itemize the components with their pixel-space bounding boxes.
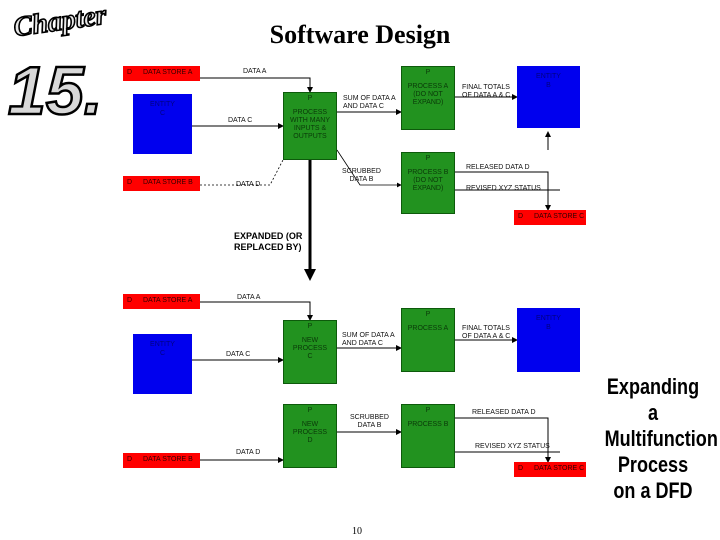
top-label-scrubbed: SCRUBBED DATA B: [342, 168, 381, 183]
svg-text:15.: 15.: [8, 53, 103, 122]
top-label-data-c: DATA C: [228, 117, 253, 124]
page-number: 10: [352, 526, 362, 537]
bottom-label-final: FINAL TOTALS OF DATA A & C: [462, 325, 511, 340]
bottom-entity-c: ENTITY C: [133, 334, 192, 394]
top-entity-c: ENTITY C: [133, 94, 192, 154]
bottom-entity-b: ENTITY B: [517, 308, 580, 372]
top-label-sum: SUM OF DATA A AND DATA C: [343, 95, 396, 110]
bottom-label-data-d: DATA D: [236, 449, 261, 456]
side-title: Expanding a Multifunction Process on a D…: [604, 374, 718, 503]
svg-text:Chapter: Chapter: [12, 2, 110, 43]
top-label-revised: REVISED XYZ STATUS: [466, 185, 541, 192]
bottom-label-scrubbed: SCRUBBED DATA B: [350, 414, 389, 429]
top-label-final: FINAL TOTALS OF DATA A & C: [462, 84, 511, 99]
bottom-label-data-a: DATA A: [237, 294, 261, 301]
bottom-label-released: RELEASED DATA D: [472, 409, 536, 416]
top-label-data-a: DATA A: [243, 68, 267, 75]
page-title: Software Design: [269, 20, 451, 49]
flow-released-top: [455, 171, 551, 211]
flow-data-a-bottom: [200, 301, 313, 321]
top-label-data-d: DATA D: [236, 181, 261, 188]
flow-scrubbed-top: [336, 149, 402, 188]
flow-data-a-top: [200, 77, 313, 93]
bottom-label-sum: SUM OF DATA A AND DATA C: [342, 332, 395, 347]
top-label-released: RELEASED DATA D: [466, 164, 530, 171]
bottom-label-revised: REVISED XYZ STATUS: [475, 443, 550, 450]
chapter-logo: Chapter 15.: [7, 2, 111, 122]
flow-data-d-top: [200, 159, 284, 186]
top-entity-b: ENTITY B: [517, 66, 580, 128]
bottom-label-data-c: DATA C: [226, 351, 251, 358]
flow-released-bottom: [455, 417, 551, 463]
